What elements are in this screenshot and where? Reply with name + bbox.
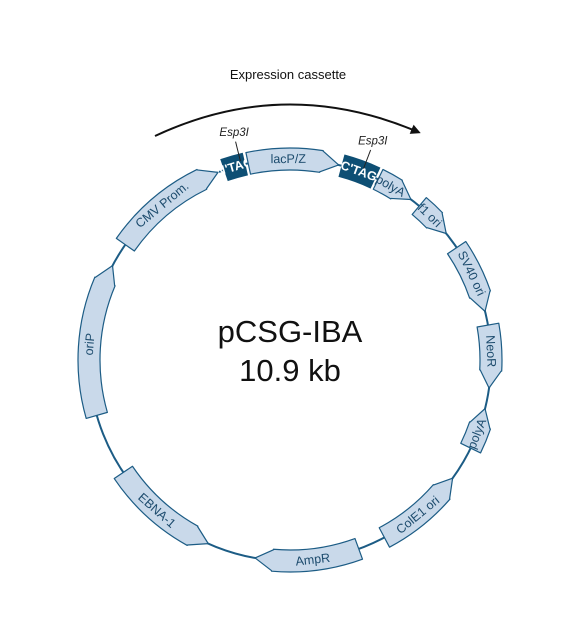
- restriction-sites-layer: Esp3I Esp3I: [219, 127, 388, 169]
- expression-cassette-arrow: [154, 103, 421, 137]
- feature-f1-ori: f1 ori: [411, 197, 447, 235]
- site-tick: [363, 149, 372, 169]
- feature-lacp-z: lacP/Z: [245, 147, 340, 175]
- feature-label: oriP: [82, 333, 98, 356]
- feature-shape: [372, 168, 412, 201]
- feature-polya: polyA: [460, 408, 492, 454]
- feature-shape: [338, 154, 381, 189]
- feature-polya: polyA: [372, 168, 412, 201]
- feature-shape: [446, 240, 492, 312]
- restriction-site-esp3i: Esp3I: [219, 127, 250, 162]
- feature-orip: oriP: [77, 265, 116, 420]
- site-label: Esp3I: [219, 127, 249, 139]
- feature-label: lacP/Z: [270, 152, 306, 166]
- feature-label: CMV Prom.: [133, 179, 192, 231]
- site-label: Esp3I: [358, 135, 388, 147]
- feature-sv40-ori: SV40 ori: [446, 240, 492, 312]
- feature-ebna-1: EBNA-1: [113, 465, 209, 547]
- feature-shape: [476, 322, 503, 389]
- feature-shape: [113, 465, 209, 547]
- feature-ampr: AmpR: [254, 537, 364, 573]
- feature-shape: [378, 477, 454, 548]
- feature-neor: NeoR: [476, 322, 503, 389]
- site-tick: [235, 141, 241, 162]
- feature-label: NeoR: [483, 335, 498, 368]
- feature-shape: [77, 265, 116, 420]
- feature-shape: [460, 408, 492, 454]
- feature-shape: [411, 197, 447, 235]
- restriction-site-esp3i: Esp3I: [358, 135, 388, 169]
- feature-shape: [245, 147, 340, 175]
- feature-label: AmpR: [295, 551, 331, 569]
- feature-shape: [254, 537, 364, 573]
- plasmid-name: pCSG-IBA: [218, 314, 363, 349]
- cassette-label: Expression cassette: [230, 67, 346, 82]
- feature-cmv-prom: CMV Prom.: [115, 168, 219, 252]
- feature-cole1-ori: ColE1 ori: [378, 477, 454, 548]
- plasmid-size: 10.9 kb: [239, 353, 341, 388]
- feature-shape: [115, 168, 219, 252]
